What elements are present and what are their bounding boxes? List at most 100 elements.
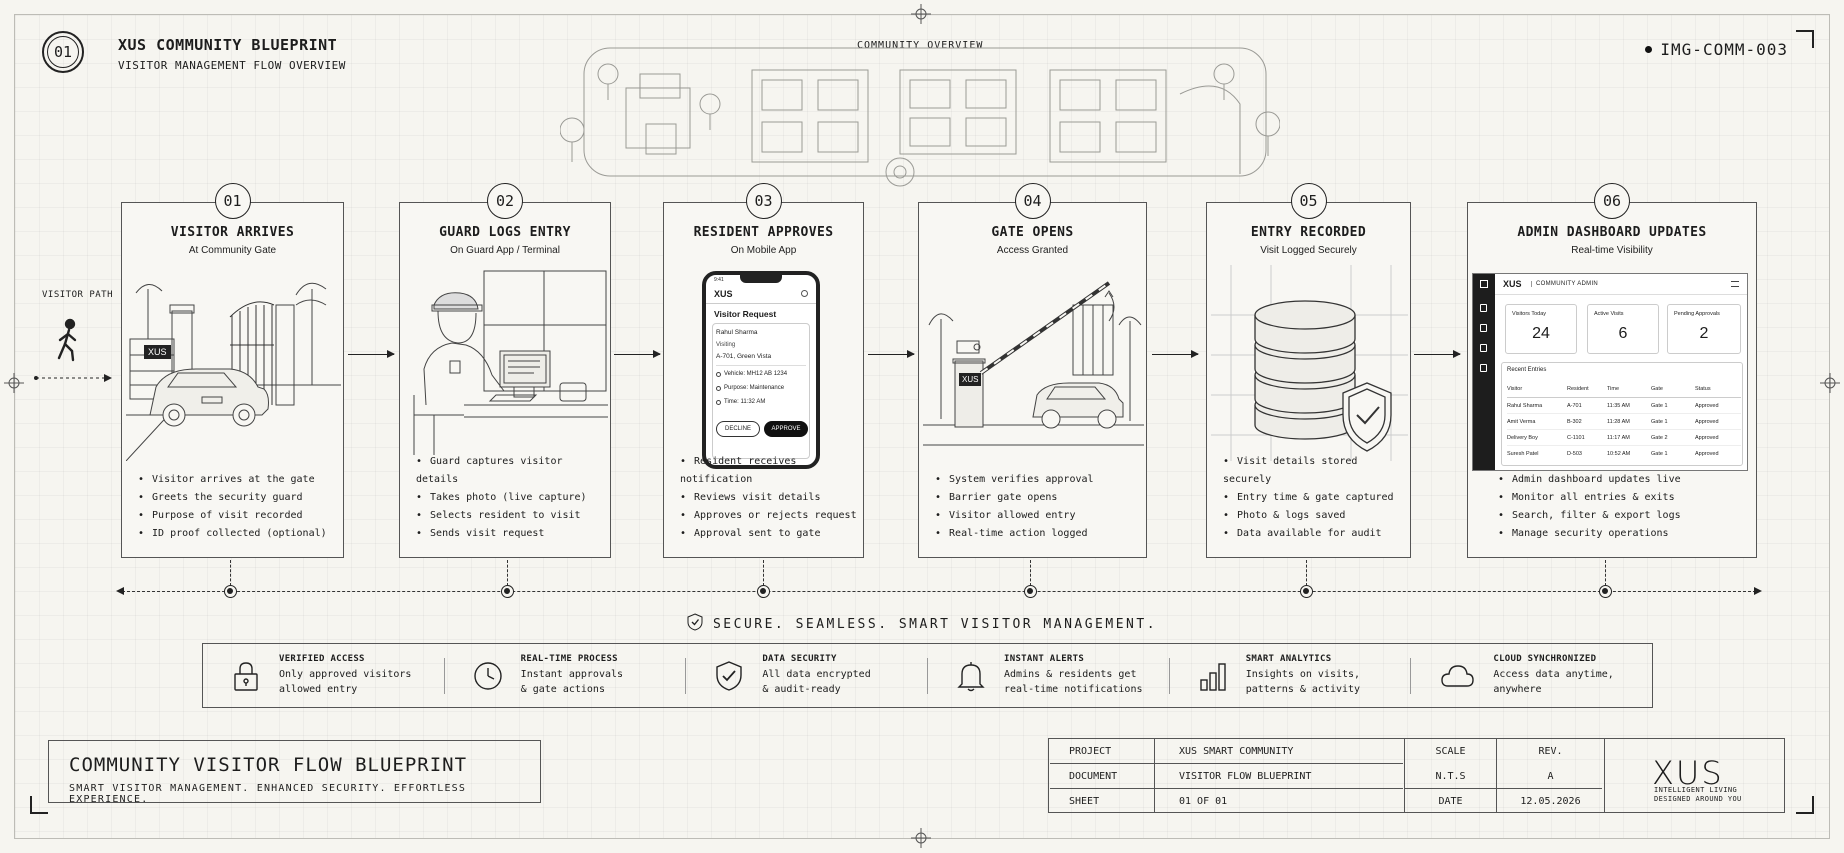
feature-title: CLOUD SYNCHRONIZED [1493, 654, 1597, 664]
divider [1404, 739, 1405, 812]
divider [1404, 788, 1602, 789]
cell: Gate 1 [1651, 451, 1668, 457]
feature-title: SMART ANALYTICS [1245, 654, 1332, 664]
sheet-value: 01 OF 01 [1179, 795, 1228, 807]
bullet-item: Barrier gate opens [935, 489, 1094, 507]
bullet-item: Entry time & gate captured [1223, 489, 1410, 507]
bullet-item: Search, filter & export logs [1498, 507, 1681, 525]
col-header: Visitor [1507, 386, 1523, 392]
stat-card: Active Visits 6 [1587, 304, 1659, 354]
step-title: GUARD LOGS ENTRY [439, 225, 571, 240]
cell: 11:35 AM [1607, 402, 1630, 409]
bullet-dot-icon [1645, 46, 1653, 53]
stat-value: 6 [1618, 325, 1628, 342]
dashboard-sidebar [1473, 274, 1495, 470]
feature-line: allowed entry [279, 684, 358, 695]
nav-icon[interactable] [1480, 344, 1487, 352]
scale-value: N.T.S [1435, 770, 1466, 782]
request-heading: Visitor Request [714, 309, 777, 319]
entries-table: Visitor Resident Time Gate Status Rahul … [1507, 386, 1741, 462]
stat-card: Pending Approvals 2 [1667, 304, 1741, 354]
bullet-item: Greets the security guard [138, 489, 327, 507]
menu-icon[interactable] [1731, 281, 1739, 287]
bullet-item: Admin dashboard updates live [1498, 471, 1681, 489]
footer-title-box: COMMUNITY VISITOR FLOW BLUEPRINT SMART V… [48, 740, 541, 805]
col-header: Resident [1567, 386, 1589, 392]
barrier-gate-illustration [923, 281, 1144, 446]
col-header: Gate [1651, 386, 1663, 392]
step-bullets: Visit details stored securely Entry time… [1223, 453, 1410, 543]
card-divider [716, 365, 806, 366]
timeline-stem [1030, 560, 1031, 586]
timeline-node [1599, 585, 1612, 598]
feature-line: Only approved visitors [279, 669, 412, 680]
bullet-item: Monitor all entries & exits [1498, 489, 1681, 507]
title-block: PROJECT XUS SMART COMMUNITY DOCUMENT VIS… [1048, 738, 1785, 813]
feature-line: Access data anytime, [1493, 669, 1614, 680]
walking-person-icon [57, 318, 77, 362]
phone-notch [740, 275, 782, 283]
bullet-item: Approves or rejects request [680, 507, 863, 525]
phone-divider [706, 303, 816, 304]
feature-line: anywhere [1493, 684, 1542, 695]
divider [1050, 788, 1403, 789]
step-subtitle: At Community Gate [188, 245, 277, 256]
admin-dashboard: XUS COMMUNITY ADMIN Visitors Today 24 Ac… [1472, 273, 1748, 471]
project-value: XUS SMART COMMUNITY [1179, 745, 1294, 757]
database-shield-illustration [1211, 265, 1408, 461]
step-card-entry-recorded: 05 ENTRY RECORDED Visit Logged Securely … [1206, 183, 1411, 558]
step-card-visitor-arrives: 01 VISITOR ARRIVES At Community Gate XUS… [121, 183, 344, 558]
visitor-path-label: VISITOR PATH [42, 290, 114, 300]
nav-icon[interactable] [1480, 364, 1487, 372]
vehicle-text: Vehicle: MH12 AB 1234 [724, 371, 788, 377]
bullet-item: Visit details stored securely [1223, 453, 1410, 489]
community-overview-label: COMMUNITY OVERVIEW [857, 40, 984, 51]
table-header: Visitor Resident Time Gate Status [1507, 386, 1741, 398]
clock-icon [473, 661, 502, 690]
tagline-line: DESIGNED AROUND YOU [1654, 795, 1742, 803]
decline-button[interactable]: DECLINE [716, 421, 760, 437]
timeline-node [224, 585, 237, 598]
approve-button[interactable]: APPROVE [764, 421, 808, 437]
stat-label: Visitors Today [1512, 311, 1547, 317]
feature-line: Insights on visits, [1245, 669, 1361, 680]
time-line: Time: 11:32 AM [716, 399, 765, 405]
feature-title: VERIFIED ACCESS [279, 654, 365, 664]
cell: Gate 1 [1651, 418, 1668, 425]
feature-line: & gate actions [520, 684, 605, 695]
nav-icon[interactable] [1480, 304, 1487, 312]
cell: Amit Verma [1507, 418, 1536, 425]
image-id: IMG-COMM-003 [1645, 40, 1788, 59]
home-icon[interactable] [1480, 280, 1488, 288]
phone-time: 9:41 [714, 277, 724, 283]
col-header: Status [1695, 386, 1711, 392]
bullet-item: Real-time action logged [935, 525, 1094, 543]
step-subtitle: On Guard App / Terminal [450, 245, 560, 256]
visiting-label: Visiting [716, 342, 736, 348]
timeline-node [1300, 585, 1313, 598]
page-title: XUS COMMUNITY BLUEPRINT [118, 36, 338, 54]
footer-subtitle: SMART VISITOR MANAGEMENT. ENHANCED SECUR… [69, 783, 467, 805]
step-subtitle: On Mobile App [730, 245, 797, 256]
bullet-item: Visitor arrives at the gate [138, 471, 327, 489]
stat-value: 2 [1699, 325, 1709, 342]
step-number: 01 [214, 183, 251, 219]
shield-check-icon [687, 613, 703, 631]
status-cell: Approved [1695, 418, 1719, 425]
dashboard-brand: XUS [1503, 279, 1522, 289]
dashboard-title: COMMUNITY ADMIN [1531, 281, 1598, 287]
bullet-item: Resident receives notification [680, 453, 863, 489]
car-icon [716, 371, 721, 377]
feature-cloud-synchronized: CLOUD SYNCHRONIZED Access data anytime, an… [1411, 654, 1652, 695]
step-subtitle: Access Granted [996, 245, 1069, 256]
scale-label: SCALE [1435, 745, 1466, 757]
nav-icon[interactable] [1480, 324, 1487, 332]
